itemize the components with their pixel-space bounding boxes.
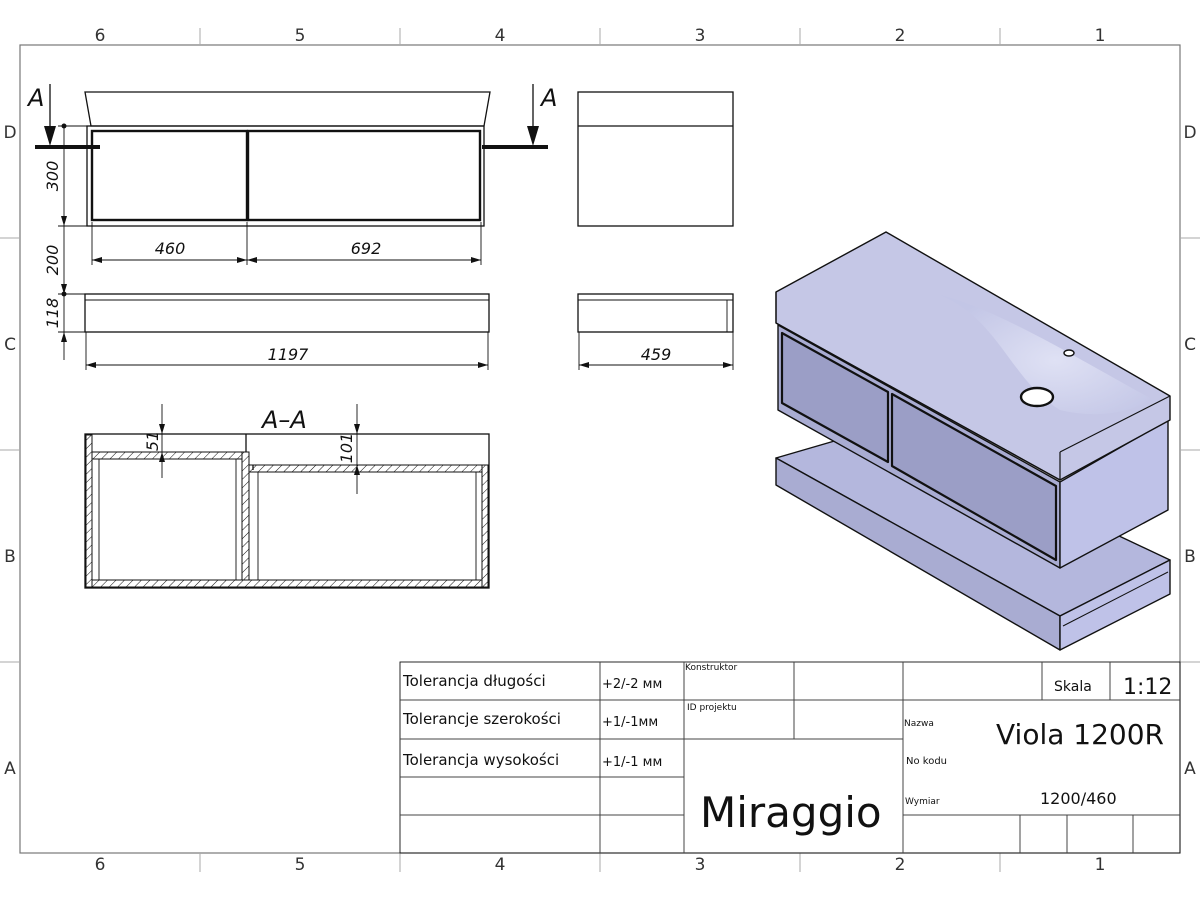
zone-col-label: 3	[695, 855, 706, 875]
faucet-hole-icon	[1063, 349, 1075, 357]
wall-hatch-right	[481, 464, 489, 588]
size-label: Wymiar	[905, 797, 940, 807]
dim-base-width: 1197	[268, 345, 310, 364]
dim-left-drawer-width: 460	[155, 239, 186, 258]
code-label: No kodu	[906, 756, 947, 767]
zone-row-label: C	[4, 335, 16, 355]
zone-row-label: A	[1184, 759, 1196, 779]
tolerance-height-value: +1/-1 мм	[602, 755, 662, 770]
iso-base-side	[1059, 559, 1171, 651]
name-label: Nazwa	[904, 719, 934, 729]
zone-col-label: 6	[95, 26, 106, 46]
countertop-outline	[84, 91, 491, 127]
tolerance-height-label: Tolerancja wysokości	[402, 751, 559, 769]
dim-right-drawer-width: 692	[351, 239, 382, 258]
side-base-outline	[577, 293, 734, 333]
zone-row-label: D	[3, 123, 16, 143]
tolerance-width-value: +1/-1мм	[602, 715, 658, 730]
zone-rows-right: D C B A	[1183, 123, 1196, 779]
size-value: 1200/460	[1040, 789, 1117, 808]
zone-columns-top: 6 5 4 3 2 1	[95, 26, 1106, 46]
zone-col-label: 2	[895, 26, 906, 46]
dim-side-depth: 459	[641, 345, 672, 364]
scale-label: Skala	[1054, 679, 1092, 695]
zone-col-label: 1	[1095, 855, 1106, 875]
base-front-view: 1197	[84, 293, 490, 370]
zone-rows-left: D C B A	[3, 123, 16, 779]
left-top-hatch	[91, 451, 243, 460]
cabinet-outline	[86, 125, 485, 227]
zone-row-label: C	[1184, 335, 1196, 355]
section-view: A–A 51 101	[84, 404, 490, 589]
company-name: Miraggio	[700, 788, 882, 837]
iso-right-drawer	[890, 392, 1058, 562]
zone-col-label: 2	[895, 855, 906, 875]
zone-col-label: 4	[495, 855, 506, 875]
side-cabinet-outline	[577, 91, 734, 227]
right-top-hatch	[248, 464, 483, 473]
zone-col-label: 5	[295, 26, 306, 46]
tolerance-width-label: Tolerancje szerokości	[402, 710, 561, 728]
base-outline	[84, 293, 490, 333]
zone-row-label: D	[1183, 123, 1196, 143]
zone-row-label: A	[4, 759, 16, 779]
drain-icon	[1019, 386, 1055, 408]
tolerance-length-value: +2/-2 мм	[602, 677, 662, 692]
zone-col-label: 5	[295, 855, 306, 875]
product-name: Viola 1200R	[996, 718, 1164, 751]
zone-columns-bottom: 6 5 4 3 2 1	[95, 855, 1106, 875]
wall-hatch-left	[85, 434, 93, 588]
dim-left-wall: 51	[143, 431, 162, 451]
right-drawer	[246, 129, 482, 222]
section-marker-right: A	[539, 84, 557, 112]
front-view: A A 460 692 300 200 118	[26, 84, 557, 360]
scale-value: 1:12	[1123, 675, 1172, 700]
dim-right-wall: 101	[337, 433, 356, 464]
section-arrow-right	[527, 126, 539, 146]
title-block: Tolerancja długości +2/-2 мм Tolerancje …	[399, 661, 1181, 854]
section-arrow-left	[44, 126, 56, 146]
zone-row-label: B	[1184, 547, 1196, 567]
zone-col-label: 3	[695, 26, 706, 46]
zone-col-label: 4	[495, 26, 506, 46]
divider-hatch	[241, 451, 250, 581]
iso-left-drawer	[780, 331, 890, 464]
dim-gap-height: 200	[43, 245, 62, 276]
dim-front-height: 300	[43, 161, 62, 192]
bottom-hatch	[91, 579, 483, 588]
section-marker-left: A	[26, 84, 44, 112]
section-title: A–A	[260, 406, 307, 434]
tolerance-length-label: Tolerancja długości	[402, 672, 546, 690]
side-view: 459	[577, 91, 734, 370]
zone-col-label: 6	[95, 855, 106, 875]
zone-col-label: 1	[1095, 26, 1106, 46]
project-id-label: ID projektu	[687, 703, 737, 713]
zone-row-label: B	[4, 547, 16, 567]
designer-label: Konstruktor	[685, 663, 738, 673]
dim-base-height: 118	[43, 298, 62, 329]
isometric-view	[775, 231, 1171, 651]
iso-basin	[940, 295, 1150, 415]
left-drawer	[90, 129, 249, 222]
